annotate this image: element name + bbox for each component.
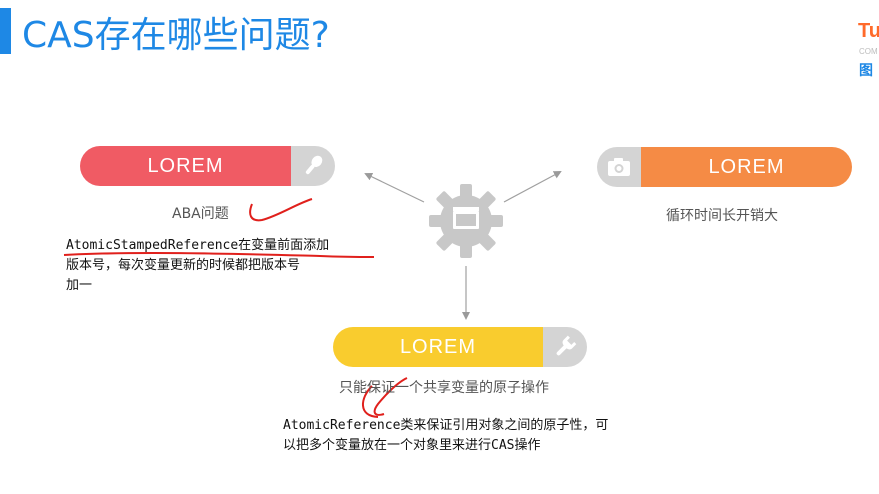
camera-icon [597,147,641,187]
caption-bottom: 只能保证一个共享变量的原子操作 [339,380,549,396]
note-bottom-line-1: AtomicReference类来保证引用对象之间的原子性，可 [283,418,609,433]
note-left-line-1: AtomicStampedReference在变量前面添加 [66,238,330,253]
lorem-pill-bottom: LOREM [333,327,587,367]
lorem-pill-left: LOREM [80,146,335,186]
logo-cn-text: 图 [859,63,873,79]
caption-right: 循环时间长开销大 [666,208,778,224]
title-accent-bar [0,8,11,54]
note-left-line-2: 版本号，每次变量更新的时候都把版本号 [66,258,301,273]
brand-logo: Tu COM 图 [856,18,879,80]
pill-label-bottom: LOREM [333,327,543,367]
arrow-to-left [364,173,425,203]
note-left-line-3: 加一 [66,278,93,293]
note-bottom-line-2: 以把多个变量放在一个对象里来进行CAS操作 [283,438,541,453]
caption-left: ABA问题 [172,206,229,222]
gear-icon [429,184,503,258]
note-left: AtomicStampedReference在变量前面添加 版本号，每次变量更新… [66,236,329,296]
arrow-to-right [503,171,562,203]
annotation-hook-bottom [373,377,408,416]
page-title: CAS存在哪些问题? [22,15,330,56]
microphone-icon [291,146,335,186]
note-bottom: AtomicReference类来保证引用对象之间的原子性，可 以把多个变量放在… [283,416,608,456]
logo-subtext: COM [859,47,878,56]
pill-label-right: LOREM [641,147,852,187]
annotation-hook-left [249,198,313,222]
wrench-icon [543,327,587,367]
lorem-pill-right: LOREM [597,147,852,187]
logo-text: Tu [858,20,879,42]
pill-label-left: LOREM [80,146,291,186]
annotation-underline [63,252,375,258]
annotation-hook-bottom-2 [362,385,379,418]
